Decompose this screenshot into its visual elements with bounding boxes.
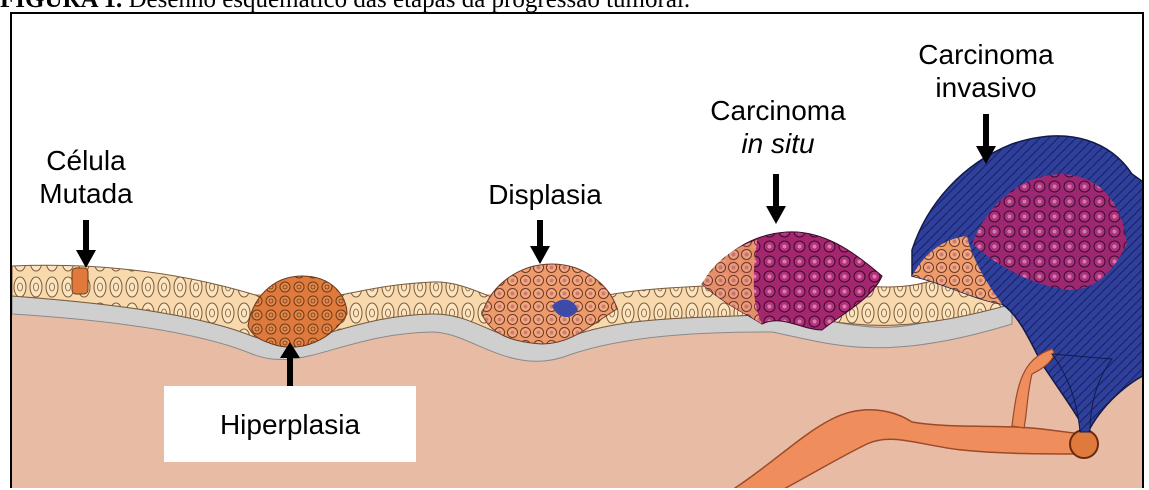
label-celula-line1: Célula (26, 144, 146, 177)
label-celula-mutada: Célula Mutada (26, 144, 146, 210)
label-hiperplasia-box: Hiperplasia (164, 386, 416, 462)
label-displasia-text: Displasia (470, 178, 620, 211)
arrow-hiperplasia (280, 342, 300, 388)
arrow-displasia (530, 220, 550, 264)
label-invasivo-line1: Carcinoma (896, 38, 1076, 71)
label-in-situ-line2: in situ (688, 127, 868, 160)
vessel-opening (1070, 430, 1098, 458)
arrow-celula-mutada (76, 220, 96, 268)
figure-caption: FIGURA 1. Desenho esquemático das etapas… (0, 0, 1149, 12)
caption-lead: FIGURA 1. (0, 0, 122, 12)
label-hiperplasia: Hiperplasia (164, 408, 416, 441)
label-carcinoma-invasivo: Carcinoma invasivo (896, 38, 1076, 104)
tumor-progression-figure: Célula Mutada Hiperplasia Displasia Carc… (10, 12, 1144, 488)
label-celula-line2: Mutada (26, 177, 146, 210)
arrow-carcinoma-in-situ (766, 174, 786, 224)
label-carcinoma-in-situ: Carcinoma in situ (688, 94, 868, 160)
label-in-situ-line1: Carcinoma (688, 94, 868, 127)
mutated-cell (72, 268, 88, 294)
arrow-carcinoma-invasivo (976, 114, 996, 164)
label-invasivo-line2: invasivo (896, 71, 1076, 104)
caption-text: Desenho esquemático das etapas da progre… (122, 0, 690, 12)
label-displasia: Displasia (470, 178, 620, 211)
